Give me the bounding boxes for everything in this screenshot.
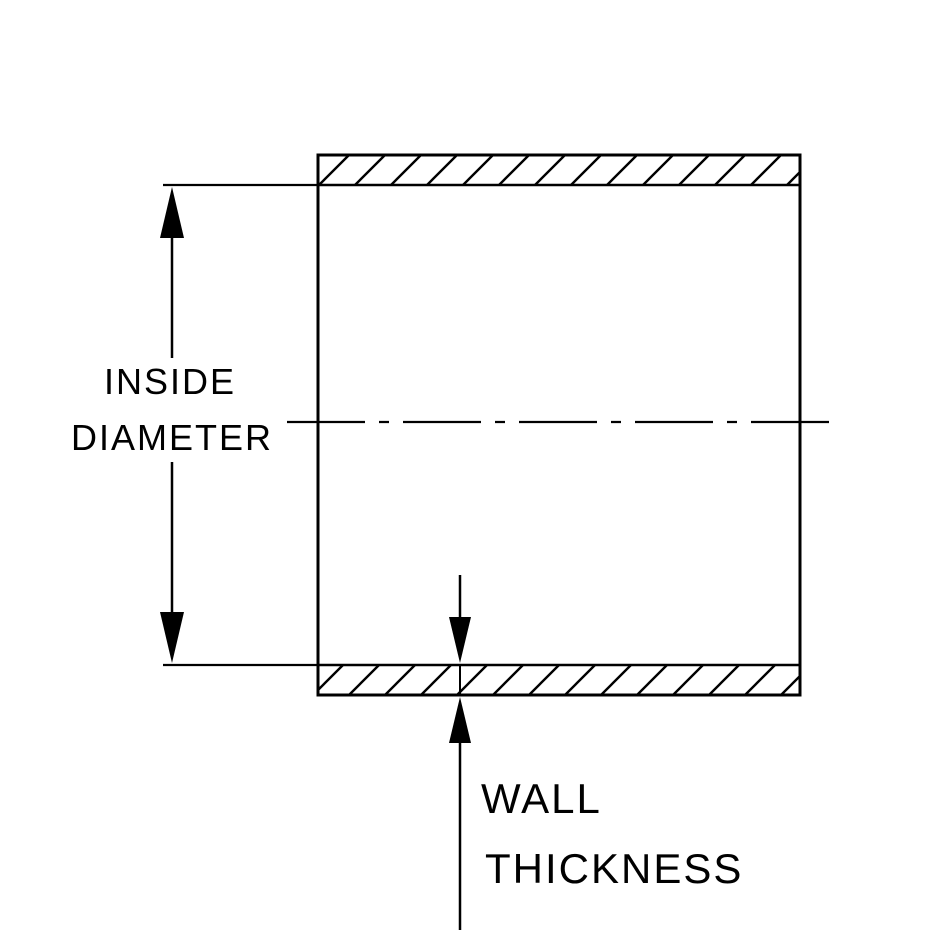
inside-diameter-label-line1: INSIDE xyxy=(104,361,236,402)
wall-thickness-arrow-down xyxy=(449,617,471,663)
top-wall-hatched xyxy=(316,153,802,187)
inside-diameter-label-line2: DIAMETER xyxy=(71,417,273,458)
dimension-arrow-down xyxy=(160,612,184,663)
bottom-wall-hatched xyxy=(316,663,802,697)
wall-thickness-label-line2: THICKNESS xyxy=(485,845,743,892)
wall-thickness-label-line1: WALL xyxy=(481,775,602,822)
dimension-arrow-up xyxy=(160,187,184,238)
wall-thickness-arrow-up xyxy=(449,697,471,743)
